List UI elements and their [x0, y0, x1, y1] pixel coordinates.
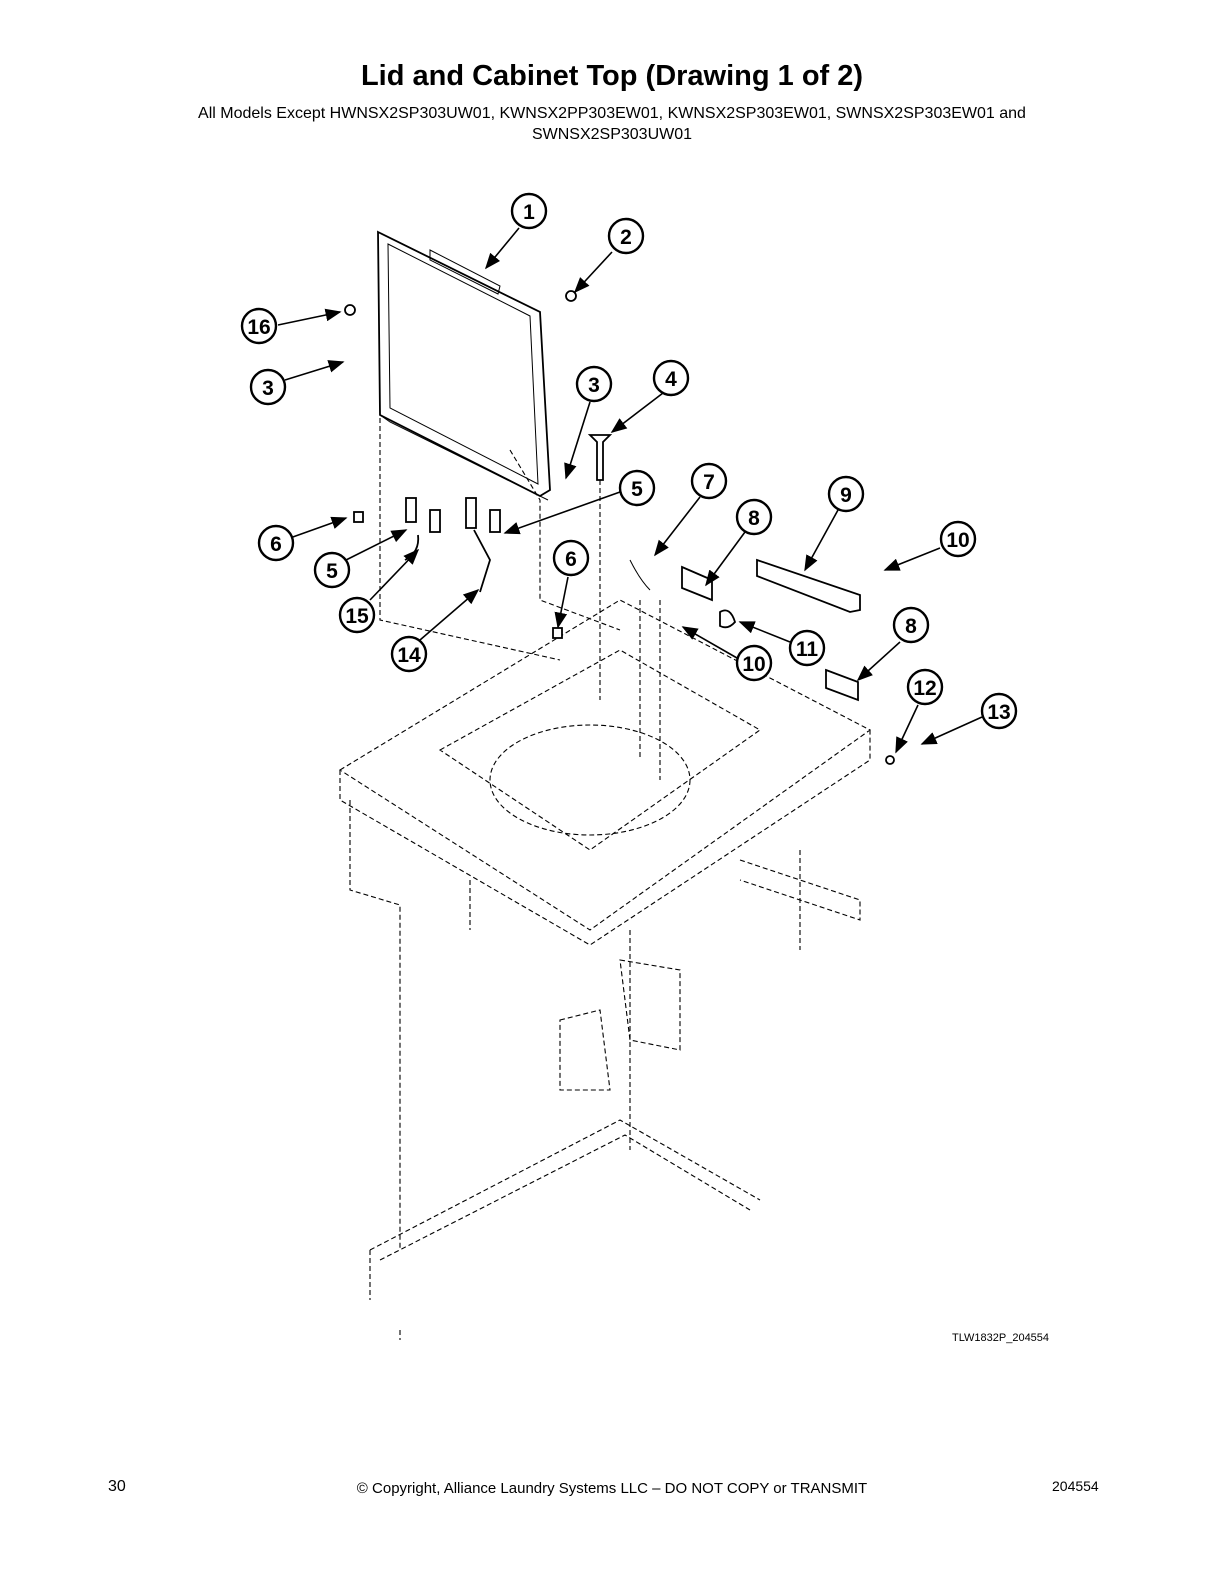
- svg-text:3: 3: [262, 377, 274, 400]
- svg-text:4: 4: [665, 368, 677, 391]
- callout-10-center: 10: [735, 644, 773, 682]
- svg-text:13: 13: [987, 701, 1010, 724]
- svg-text:6: 6: [270, 533, 282, 556]
- callout-9: 9: [827, 475, 865, 513]
- svg-text:5: 5: [631, 478, 643, 501]
- svg-text:10: 10: [946, 529, 969, 552]
- callout-2: 2: [607, 217, 645, 255]
- svg-text:3: 3: [588, 374, 600, 397]
- svg-text:8: 8: [748, 507, 760, 530]
- page-number: 30: [108, 1478, 126, 1495]
- callout-8-top: 8: [735, 498, 773, 536]
- callout-5-left: 5: [313, 551, 351, 589]
- callout-16: 16: [240, 307, 278, 345]
- callout-6-left: 6: [257, 524, 295, 562]
- lid-frame: [377, 230, 551, 501]
- callout-3-right: 3: [575, 365, 613, 403]
- callout-8-bottom: 8: [892, 606, 930, 644]
- callout-11: 11: [788, 629, 826, 667]
- callout-7: 7: [690, 462, 728, 500]
- callout-14: 14: [390, 635, 428, 673]
- svg-text:6: 6: [565, 548, 577, 571]
- svg-text:16: 16: [247, 316, 270, 339]
- svg-text:5: 5: [326, 560, 338, 583]
- callout-1: 1: [510, 192, 548, 230]
- callout-balloons: 1 2 16 3 3 4 5 7 9 8 10 6 5 15 6 14 11 1…: [240, 192, 1018, 730]
- callout-6-right: 6: [552, 539, 590, 577]
- drawing-code: TLW1832P_204554: [952, 1332, 1050, 1344]
- svg-text:11: 11: [796, 638, 819, 661]
- svg-text:10: 10: [742, 653, 765, 676]
- callout-4: 4: [652, 359, 690, 397]
- svg-text:1: 1: [523, 201, 535, 224]
- cabinet-top: [338, 410, 872, 1340]
- svg-text:2: 2: [620, 226, 632, 249]
- page-subtitle: All Models Except HWNSX2SP303UW01, KWNSX…: [198, 105, 1026, 143]
- svg-text:12: 12: [913, 677, 936, 700]
- document-number: 204554: [1052, 1478, 1099, 1494]
- svg-text:9: 9: [840, 484, 852, 507]
- callout-leaders: [277, 227, 983, 754]
- copyright-notice: © Copyright, Alliance Laundry Systems LL…: [356, 1480, 868, 1497]
- callout-13: 13: [980, 692, 1018, 730]
- callout-5-right: 5: [618, 469, 656, 507]
- page-title: Lid and Cabinet Top (Drawing 1 of 2): [360, 60, 864, 92]
- callout-3-left: 3: [249, 368, 287, 406]
- callout-15: 15: [338, 596, 376, 634]
- svg-text:7: 7: [703, 471, 715, 494]
- svg-text:15: 15: [345, 605, 369, 628]
- svg-text:14: 14: [397, 644, 421, 667]
- svg-text:8: 8: [905, 615, 917, 638]
- callout-12: 12: [906, 668, 944, 706]
- callout-10-right: 10: [939, 520, 977, 558]
